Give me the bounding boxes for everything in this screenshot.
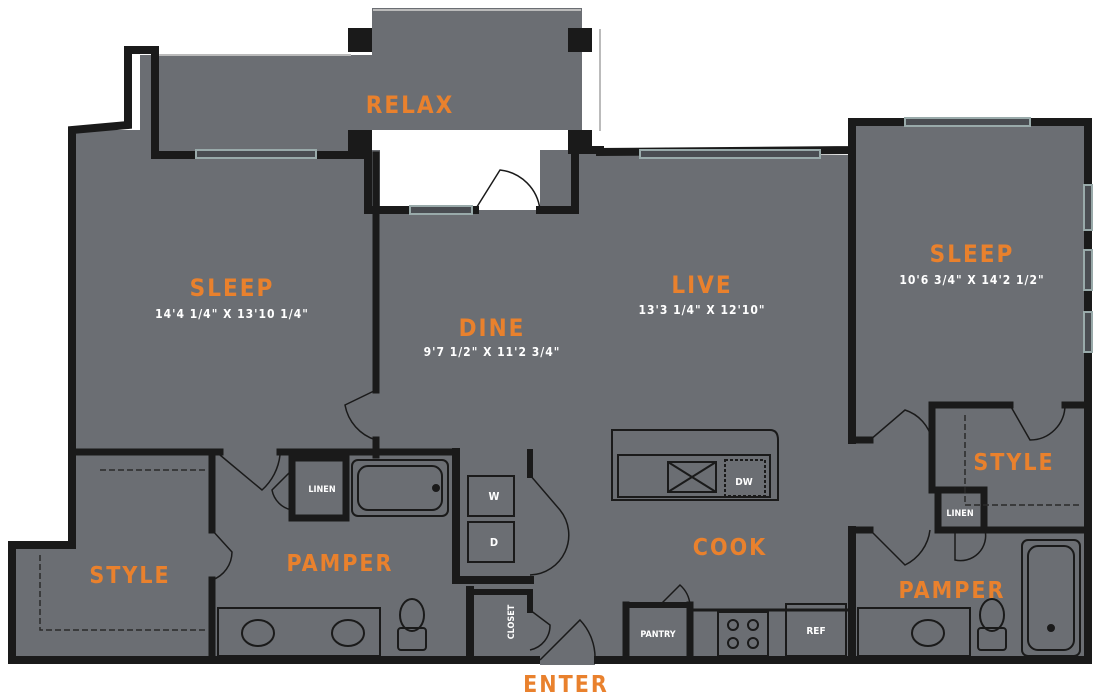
tub-left-drain <box>432 484 440 492</box>
room-sleep-right-name: SLEEP <box>930 240 1015 268</box>
window-right-bedroom-top <box>904 117 1031 127</box>
linen-left-box <box>288 454 350 522</box>
door-laundry <box>529 474 570 576</box>
room-live-dims: 13'3 1/4" X 12'10" <box>638 303 765 317</box>
linen-right-box <box>934 486 988 534</box>
island-sink <box>667 461 717 493</box>
room-pamper-right-name: PAMPER <box>899 578 1006 604</box>
toilet-left-tank <box>397 627 427 651</box>
room-pamper-left-name: PAMPER <box>287 551 394 577</box>
sink-x-2 <box>667 461 717 493</box>
label-closet: CLOSET <box>507 604 517 639</box>
post-1 <box>348 28 372 52</box>
kitchen-island <box>611 429 779 501</box>
room-relax-name: RELAX <box>366 91 455 119</box>
burner-1 <box>727 619 739 631</box>
island-counter <box>617 454 771 498</box>
label-washer: W <box>489 490 500 503</box>
window-dine <box>409 205 473 215</box>
toilet-right-tank <box>977 627 1007 651</box>
washer-box <box>467 475 515 517</box>
floor-main <box>12 55 1086 665</box>
window-live <box>639 149 821 159</box>
door-right-bath <box>869 529 931 566</box>
door-closet <box>529 609 551 651</box>
entrance-label: ENTER <box>523 672 609 697</box>
post-2 <box>568 28 592 52</box>
door-entry <box>539 618 596 661</box>
door-left-bath <box>219 454 281 491</box>
room-cook-name: COOK <box>693 535 767 561</box>
outer-wall-left-bedroom <box>8 46 540 664</box>
room-style-left-name: STYLE <box>89 563 170 589</box>
label-linen-left: LINEN <box>308 485 335 495</box>
window-left-bedroom <box>195 149 317 159</box>
tub-right-drain <box>1047 624 1055 632</box>
post-4 <box>568 130 592 154</box>
label-dryer: D <box>490 536 498 549</box>
fridge-box <box>785 603 847 657</box>
dishwasher-box <box>724 459 766 497</box>
room-live-name: LIVE <box>671 271 732 299</box>
label-pantry: PANTRY <box>640 630 675 640</box>
fixtures <box>217 429 1081 657</box>
doors <box>211 169 1066 661</box>
door-style-right <box>1009 404 1066 441</box>
vanity-left <box>217 607 381 657</box>
window-right-3 <box>1083 311 1093 353</box>
tub-left <box>351 459 449 517</box>
stove <box>717 611 769 657</box>
door-linen-left <box>271 469 293 511</box>
tub-left-inner <box>357 465 443 511</box>
floor-area <box>12 8 1086 665</box>
room-labels: RELAX SLEEP 14'4 1/4" X 13'10 1/4" DINE … <box>89 91 1054 604</box>
burner-2 <box>747 619 759 631</box>
door-right-bedroom <box>869 409 933 441</box>
vanity-right <box>857 607 971 657</box>
window-right-2 <box>1083 249 1093 291</box>
label-fridge: REF <box>806 626 825 637</box>
door-left-bedroom <box>344 389 377 441</box>
room-sleep-right-dims: 10'6 3/4" X 14'2 1/2" <box>899 273 1044 287</box>
tub-right <box>1021 539 1081 657</box>
sink-left-2 <box>331 619 365 647</box>
label-linen-right: LINEN <box>946 509 973 519</box>
door-linen-right <box>954 529 987 562</box>
fixture-labels: LINEN W D DW LINEN CLOSET PANTRY REF <box>308 477 973 640</box>
room-sleep-left-dims: 14'4 1/4" X 13'10 1/4" <box>155 307 309 321</box>
door-pantry <box>659 583 691 606</box>
floor-relax <box>372 8 582 130</box>
toilet-right-bowl <box>979 598 1005 632</box>
window-right-1 <box>1083 184 1093 231</box>
label-dishwasher: DW <box>735 477 752 488</box>
dryer-box <box>467 521 515 563</box>
room-style-right-name: STYLE <box>973 450 1054 476</box>
door-relax <box>474 169 541 211</box>
room-sleep-left-name: SLEEP <box>190 274 275 302</box>
door-style-left <box>211 529 233 581</box>
closet-shelves <box>39 415 1080 631</box>
tub-right-inner <box>1027 545 1075 651</box>
room-dine-name: DINE <box>459 314 526 342</box>
burner-4 <box>747 637 759 649</box>
shelf-style-right <box>964 415 1080 506</box>
sink-right <box>911 619 945 647</box>
room-dine-dims: 9'7 1/2" X 11'2 3/4" <box>424 345 561 359</box>
windows <box>195 117 1093 353</box>
shelf-style-left <box>39 555 205 631</box>
burner-3 <box>727 637 739 649</box>
post-3 <box>348 130 372 154</box>
sink-left-1 <box>241 619 275 647</box>
toilet-left-bowl <box>399 598 425 632</box>
